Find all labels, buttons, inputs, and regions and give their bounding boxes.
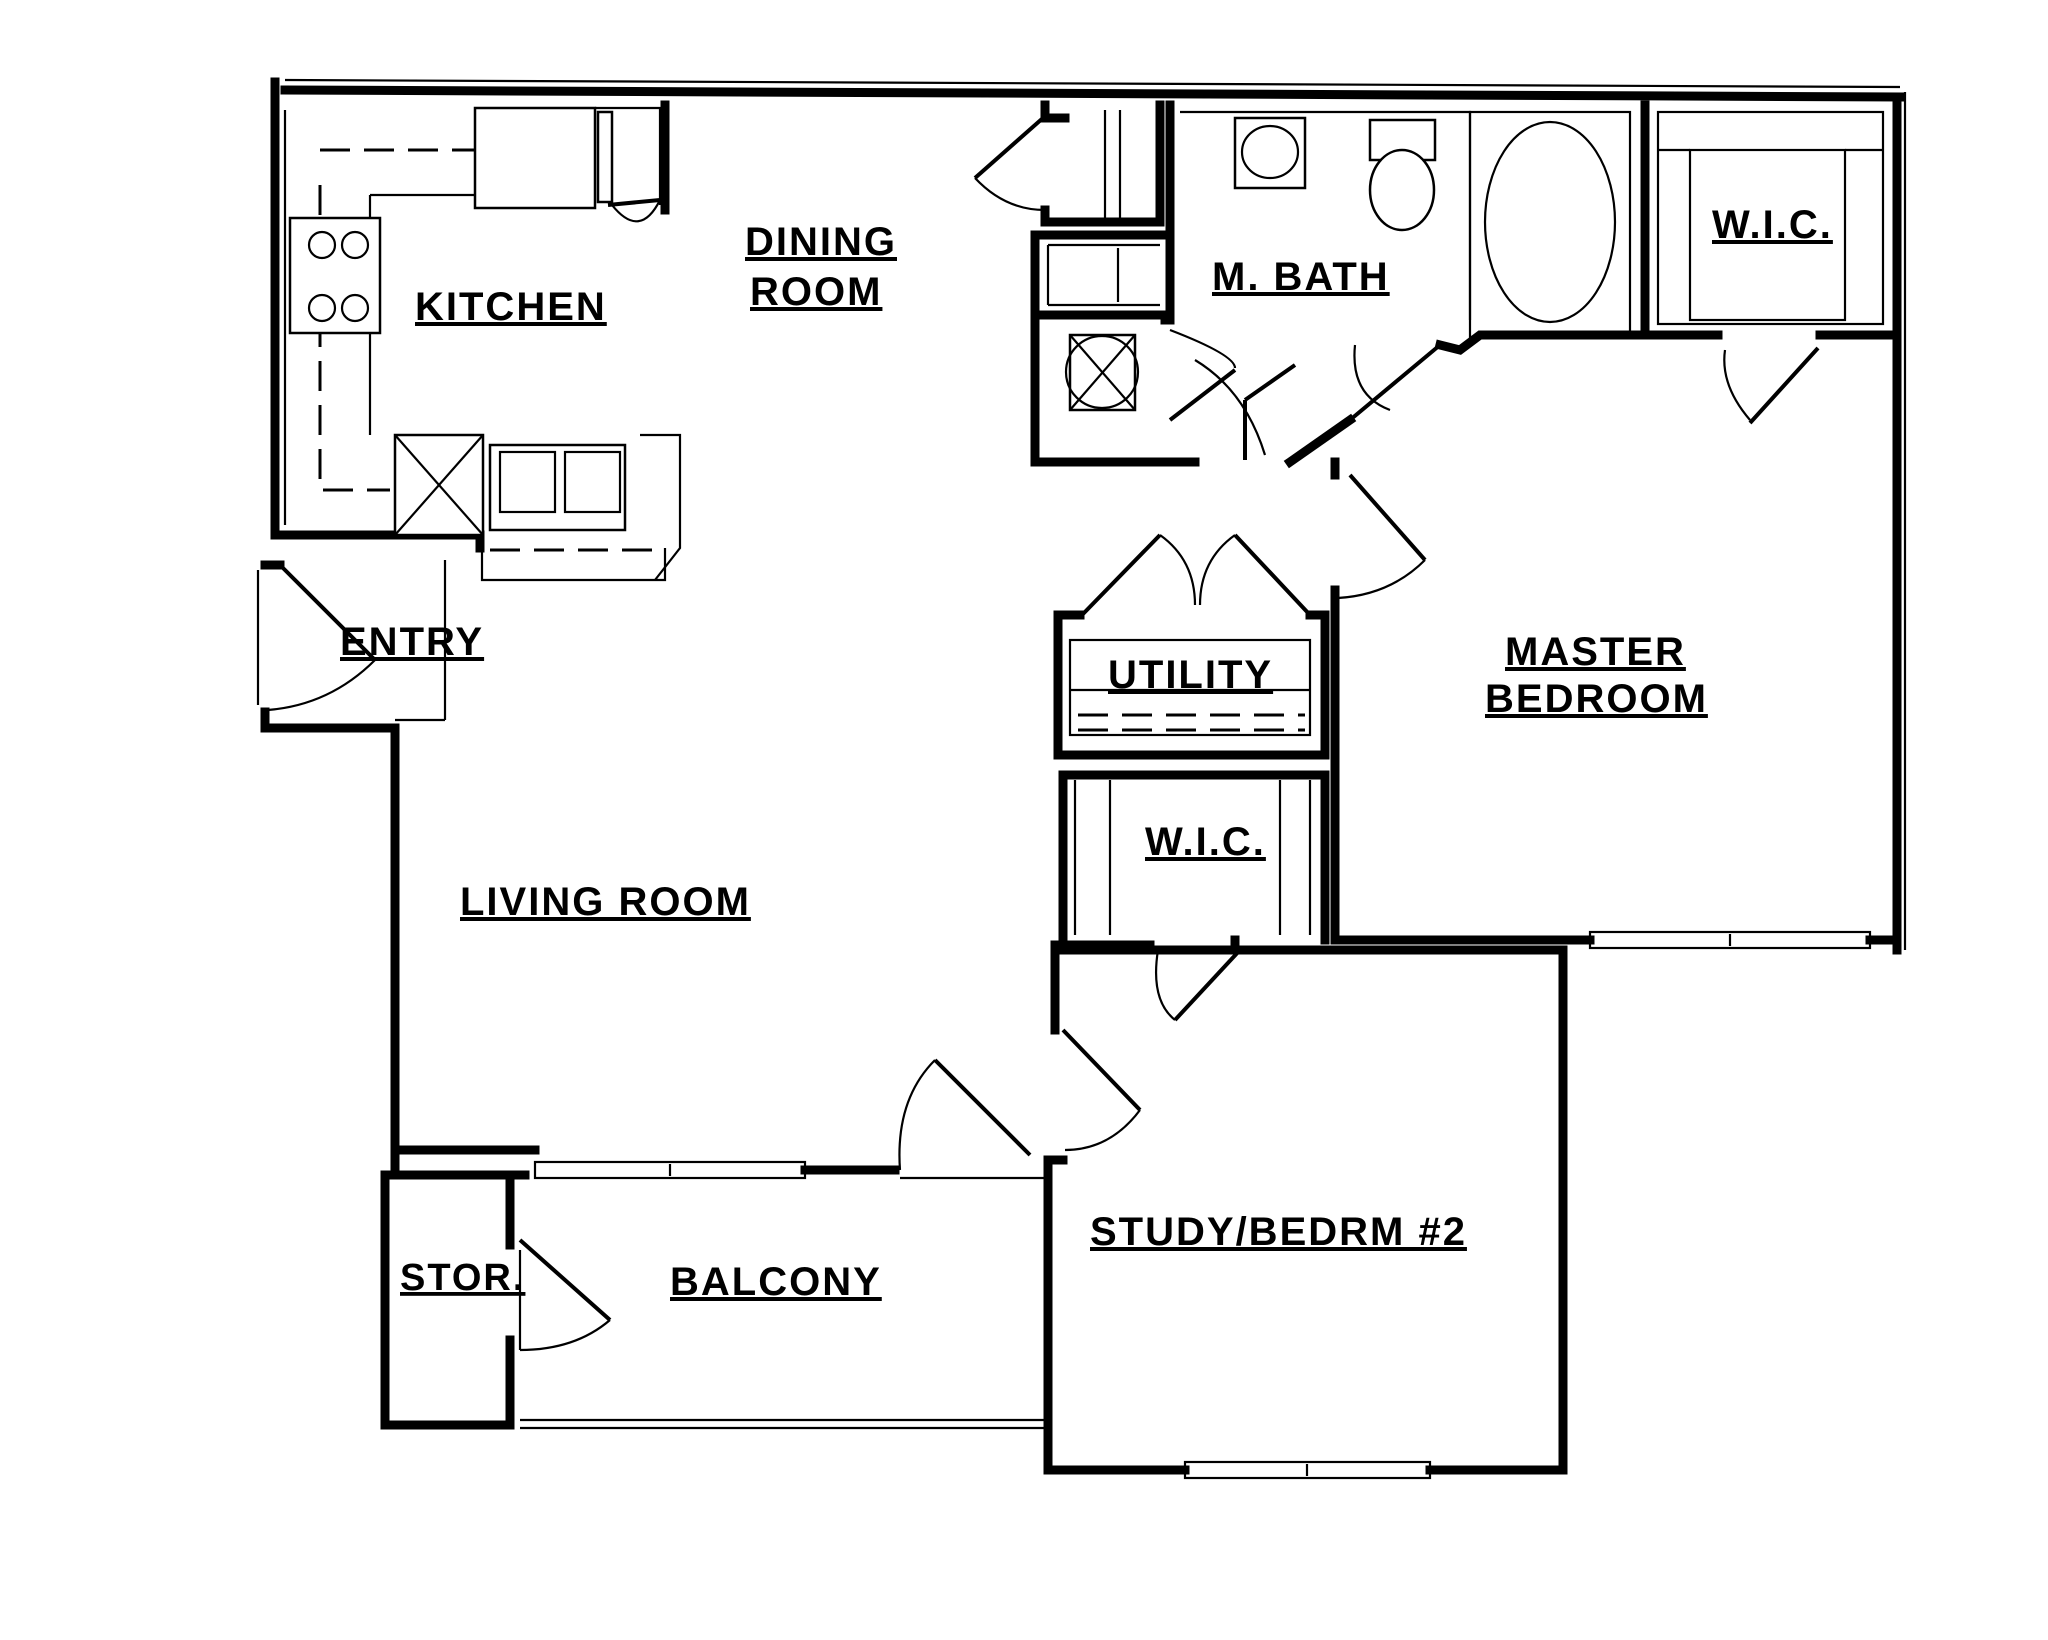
hall-wic xyxy=(1050,770,1330,1152)
label-stor: STOR. xyxy=(400,1257,525,1299)
label-living: LIVING ROOM xyxy=(460,880,751,924)
label-study: STUDY/BEDRM #2 xyxy=(1090,1210,1467,1254)
utility-closet xyxy=(1053,533,1330,760)
label-wic-master: W.I.C. xyxy=(1712,203,1833,247)
label-kitchen: KITCHEN xyxy=(415,285,607,329)
windows xyxy=(520,930,1872,1480)
balcony-area xyxy=(518,1058,1048,1352)
label-balcony: BALCONY xyxy=(670,1260,882,1304)
label-wic-hall: W.I.C. xyxy=(1145,820,1266,864)
label-dining-1: DINING xyxy=(745,220,897,264)
label-utility: UTILITY xyxy=(1108,653,1273,697)
exterior-walls xyxy=(260,77,1907,1475)
label-m-bath: M. BATH xyxy=(1212,255,1390,299)
master-bath-area xyxy=(973,100,1645,600)
room-labels: KITCHEN DINING ROOM M. BATH W.I.C. ENTRY… xyxy=(340,203,1833,1304)
label-master-2: BEDROOM xyxy=(1485,677,1708,721)
kitchen-fixtures xyxy=(283,100,682,722)
entry-door[interactable] xyxy=(256,563,377,712)
label-entry: ENTRY xyxy=(340,620,484,664)
master-wic xyxy=(1640,100,1902,425)
label-master-1: MASTER xyxy=(1505,630,1686,674)
label-dining-2: ROOM xyxy=(750,270,882,314)
